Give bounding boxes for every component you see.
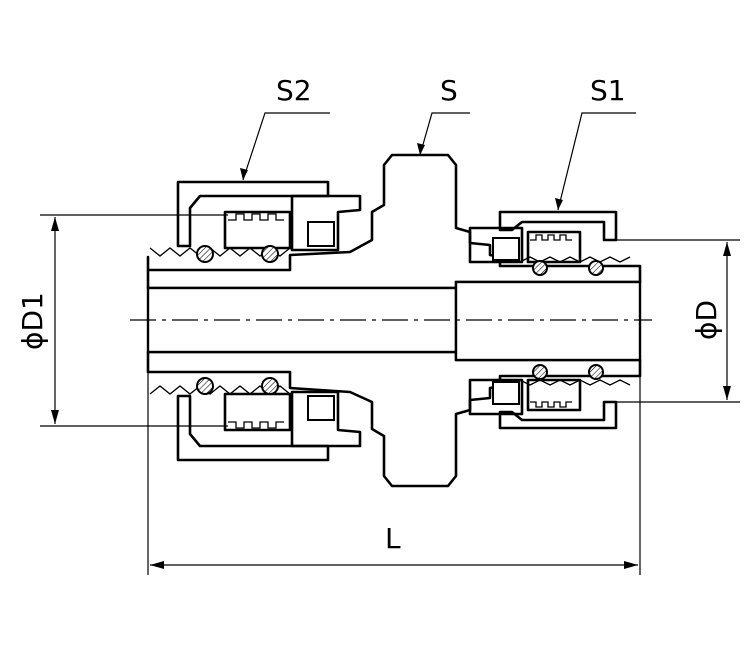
label-d1: ϕD1 <box>16 292 49 350</box>
dimension-d1 <box>40 214 228 427</box>
leader-lines <box>240 112 636 211</box>
left-nut-s2 <box>176 180 362 462</box>
bore <box>146 269 642 373</box>
label-s: S <box>440 74 458 107</box>
dimension-d <box>604 239 740 403</box>
label-d: ϕD <box>690 300 723 340</box>
right-nut-s1 <box>468 210 618 430</box>
dimension-l <box>147 372 641 575</box>
label-l: L <box>385 522 401 555</box>
label-s2: S2 <box>276 74 312 107</box>
label-s1: S1 <box>590 74 626 107</box>
